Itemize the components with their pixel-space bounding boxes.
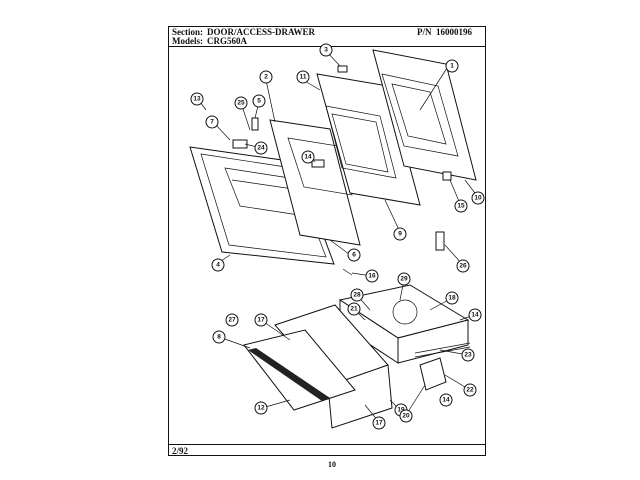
callout-17-bottom: 17: [372, 416, 386, 430]
callout-7: 7: [205, 115, 219, 129]
callout-2: 2: [259, 70, 273, 84]
callout-21: 21: [347, 302, 361, 316]
svg-text:2: 2: [264, 74, 268, 81]
svg-text:10: 10: [474, 195, 482, 202]
svg-text:20: 20: [402, 413, 410, 420]
diagram-frame: [168, 26, 486, 456]
drawer-front-panel: [243, 329, 356, 411]
callout-11: 11: [296, 70, 310, 84]
callout-26: 26: [456, 259, 470, 273]
callout-22: 22: [463, 383, 477, 397]
latch-part: [442, 171, 452, 181]
callout-4: 4: [211, 258, 225, 272]
part-number-value: 16000196: [436, 27, 472, 37]
screw-line: [342, 268, 353, 276]
callout-16: 16: [365, 269, 379, 283]
svg-text:27: 27: [228, 317, 236, 324]
callout-6: 6: [347, 248, 361, 262]
callout-14-lower: 14: [439, 393, 453, 407]
svg-text:26: 26: [459, 263, 467, 270]
callout-14-right: 14: [468, 308, 482, 322]
callout-15: 15: [454, 199, 468, 213]
footer-divider: [168, 444, 486, 445]
svg-text:18: 18: [448, 295, 456, 302]
svg-text:25: 25: [237, 100, 245, 107]
svg-text:8: 8: [217, 334, 221, 341]
screw-part: [311, 159, 325, 168]
svg-text:23: 23: [464, 352, 472, 359]
callout-20: 20: [399, 409, 413, 423]
callout-1: 1: [445, 59, 459, 73]
callout-28: 28: [350, 288, 364, 302]
door-handle-clip: [232, 139, 248, 149]
models-value: CRG560A: [207, 36, 247, 46]
svg-text:4: 4: [216, 262, 220, 269]
callout-12: 12: [254, 401, 268, 415]
svg-text:11: 11: [300, 74, 307, 81]
page-number: 10: [328, 460, 336, 469]
svg-text:12: 12: [257, 405, 265, 412]
hinge-bracket: [251, 117, 259, 131]
svg-text:13: 13: [193, 96, 201, 103]
svg-text:16: 16: [368, 273, 376, 280]
callout-18: 18: [445, 291, 459, 305]
callout-17-top: 17: [254, 313, 268, 327]
drawer-rail-lower: [414, 346, 471, 358]
svg-text:29: 29: [400, 276, 408, 283]
door-glass-panel: [269, 119, 361, 246]
part-number-label: P/N: [417, 27, 432, 37]
door-liner: [316, 73, 421, 206]
callout-5: 5: [252, 94, 266, 108]
callout-25: 25: [234, 96, 248, 110]
callout-27: 27: [225, 313, 239, 327]
section-title: DOOR/ACCESS-DRAWER: [207, 27, 316, 37]
hinge-clip: [337, 65, 348, 73]
svg-text:14: 14: [442, 397, 450, 404]
door-inner-frame: [372, 49, 477, 181]
models-label: Models:: [172, 36, 203, 46]
svg-text:17: 17: [375, 420, 383, 427]
svg-text:14: 14: [471, 312, 479, 319]
callout-23: 23: [461, 348, 475, 362]
svg-text:3: 3: [324, 47, 328, 54]
svg-text:15: 15: [457, 203, 465, 210]
svg-text:28: 28: [353, 292, 361, 299]
svg-text:17: 17: [257, 317, 265, 324]
callout-29: 29: [397, 272, 411, 286]
callout-24: 24: [254, 141, 268, 155]
svg-text:9: 9: [398, 231, 402, 238]
svg-text:7: 7: [210, 119, 214, 126]
callout-10: 10: [471, 191, 485, 205]
callout-13: 13: [190, 92, 204, 106]
callout-14-upper: 14: [301, 150, 315, 164]
svg-text:1: 1: [450, 63, 454, 70]
hinge-assembly: [435, 231, 445, 251]
drawer-rail: [414, 342, 471, 354]
callout-3: 3: [319, 43, 333, 57]
svg-text:19: 19: [397, 407, 405, 414]
svg-text:22: 22: [466, 387, 474, 394]
drawer-housing: [338, 284, 470, 364]
revision-date: 2/92: [172, 446, 189, 456]
callout-9: 9: [393, 227, 407, 241]
drawer-bracket: [419, 357, 447, 391]
svg-text:5: 5: [257, 98, 261, 105]
section-label: Section:: [172, 27, 203, 37]
svg-text:24: 24: [257, 145, 265, 152]
svg-text:21: 21: [350, 306, 358, 313]
svg-text:14: 14: [304, 154, 312, 161]
svg-text:6: 6: [352, 252, 356, 259]
callout-8: 8: [212, 330, 226, 344]
